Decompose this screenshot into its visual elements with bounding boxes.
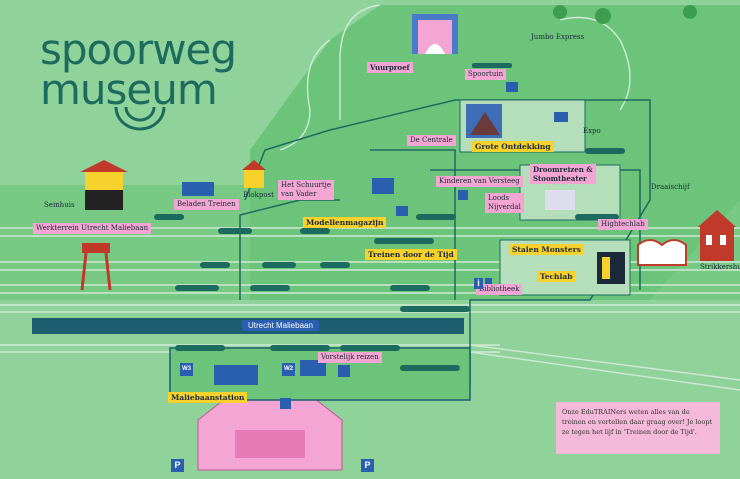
label-stalen-monsters[interactable]: Stalen Monsters <box>509 244 584 255</box>
w2-badge: W2 <box>282 363 295 376</box>
label-expo[interactable]: Expo <box>583 127 601 135</box>
logo-line-2: museum <box>40 65 218 114</box>
parking-sign-right: P <box>361 459 374 472</box>
label-seinhuis[interactable]: Seinhuis <box>44 201 75 209</box>
label-droomreizen[interactable]: Droomreizen & Stoomtheater <box>530 164 596 184</box>
label-draaischijf[interactable]: Draaischijf <box>651 183 690 191</box>
label-werkterrein[interactable]: Werkterrein Utrecht Maliebaan <box>33 223 152 234</box>
museum-logo: spoorweg museum <box>40 25 237 114</box>
label-jumbo-express[interactable]: Jumbo Express <box>531 33 585 41</box>
logo-swoosh-icon <box>114 106 166 131</box>
label-maliebaanstation[interactable]: Maliebaanstation <box>168 392 248 403</box>
label-grote-ontdekking[interactable]: Grote Ontdekking <box>472 141 554 152</box>
label-vorstelijk-reizen[interactable]: Vorstelijk reizen <box>318 352 382 363</box>
w3-badge: W3 <box>180 363 193 376</box>
label-de-centrale[interactable]: De Centrale <box>407 135 456 146</box>
label-blokpost[interactable]: Blokpost <box>243 191 274 199</box>
label-vuurproef[interactable]: Vuurproef <box>367 62 413 73</box>
label-modellenmagazijn[interactable]: Modellenmagazijn <box>303 217 387 228</box>
label-treinen-door-de-tijd[interactable]: Treinen door de Tijd <box>365 249 457 260</box>
label-bibliotheek[interactable]: Bibliotheek <box>476 284 523 295</box>
info-badge: i <box>474 278 483 289</box>
edutrainers-info-box: Onze EduTRAINers weten alles van de trei… <box>556 402 720 454</box>
label-spoortuin[interactable]: Spoortuin <box>465 69 507 80</box>
label-loods-nijverdal[interactable]: Loods Nijverdal <box>485 193 524 213</box>
station-name: Utrecht Maliebaan <box>242 320 319 331</box>
label-kinderen-van-versteeg[interactable]: Kinderen van Versteeg <box>436 176 523 187</box>
parking-sign-left: P <box>171 459 184 472</box>
label-beladen-treinen[interactable]: Beladen Treinen <box>174 199 239 210</box>
label-het-schuurtje[interactable]: Het Schuurtje van Vader <box>278 180 334 200</box>
label-techlab[interactable]: Techlab <box>537 271 576 282</box>
label-strikkershuis[interactable]: Strikkershuis <box>700 263 740 271</box>
label-hightechlab[interactable]: Hightechlab <box>598 219 648 230</box>
logo-line-1: spoorweg <box>40 25 237 74</box>
